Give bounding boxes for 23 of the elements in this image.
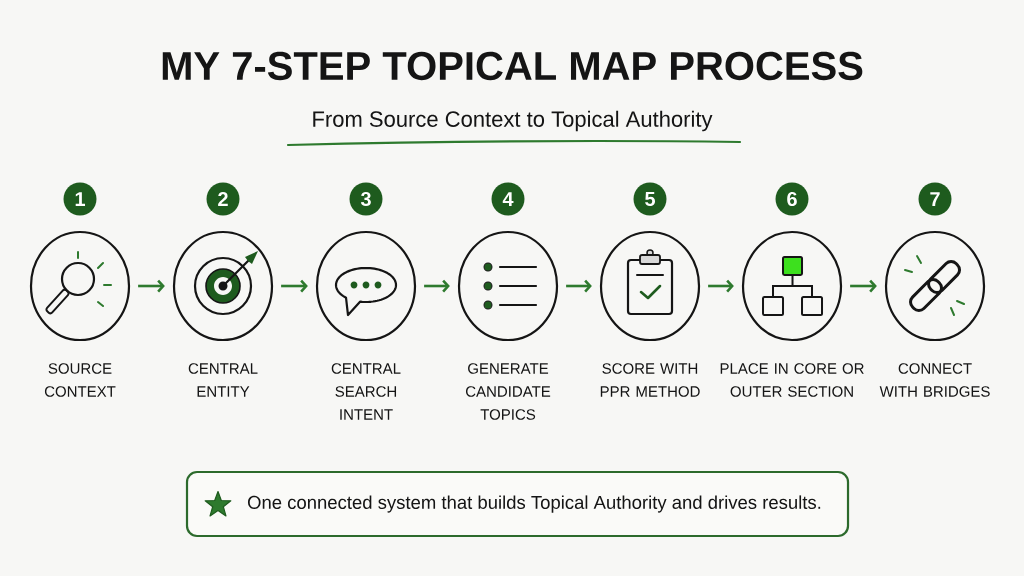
arrow [566, 279, 592, 293]
title: MY 7-STEP TOPICAL MAP PROCESS [162, 51, 863, 81]
step-label: CENTRAL ENTITY [188, 363, 258, 397]
step-label: CONNECT WITH BRIDGES [879, 363, 990, 397]
number-badge: 3 [349, 182, 383, 216]
number-badge: 5 [633, 182, 667, 216]
step-label: SOURCE CONTEXT [44, 363, 116, 397]
arrow [138, 279, 165, 293]
step-label: CENTRAL SEARCH INTENT [331, 363, 401, 420]
arrow [708, 279, 734, 293]
number-badge: 7 [918, 182, 952, 216]
number-badge: 6 [775, 182, 809, 216]
step-label: SCORE WITH PPR METHOD [600, 363, 700, 397]
callout-box: One connected system that builds Topical Authority and drives results. [185, 470, 850, 538]
step-label: PLACE IN CORE OR OUTER SECTION [720, 363, 864, 397]
arrow [281, 279, 308, 293]
number-badge: 1 [63, 182, 97, 216]
step-label: GENERATE CANDIDATE TOPICS [466, 363, 551, 420]
arrow [850, 279, 877, 293]
number-badge: 4 [491, 182, 525, 216]
number-badge: 2 [206, 182, 240, 216]
arrow [424, 279, 450, 293]
subtitle: From Source Context to Topical Authority [313, 110, 713, 132]
